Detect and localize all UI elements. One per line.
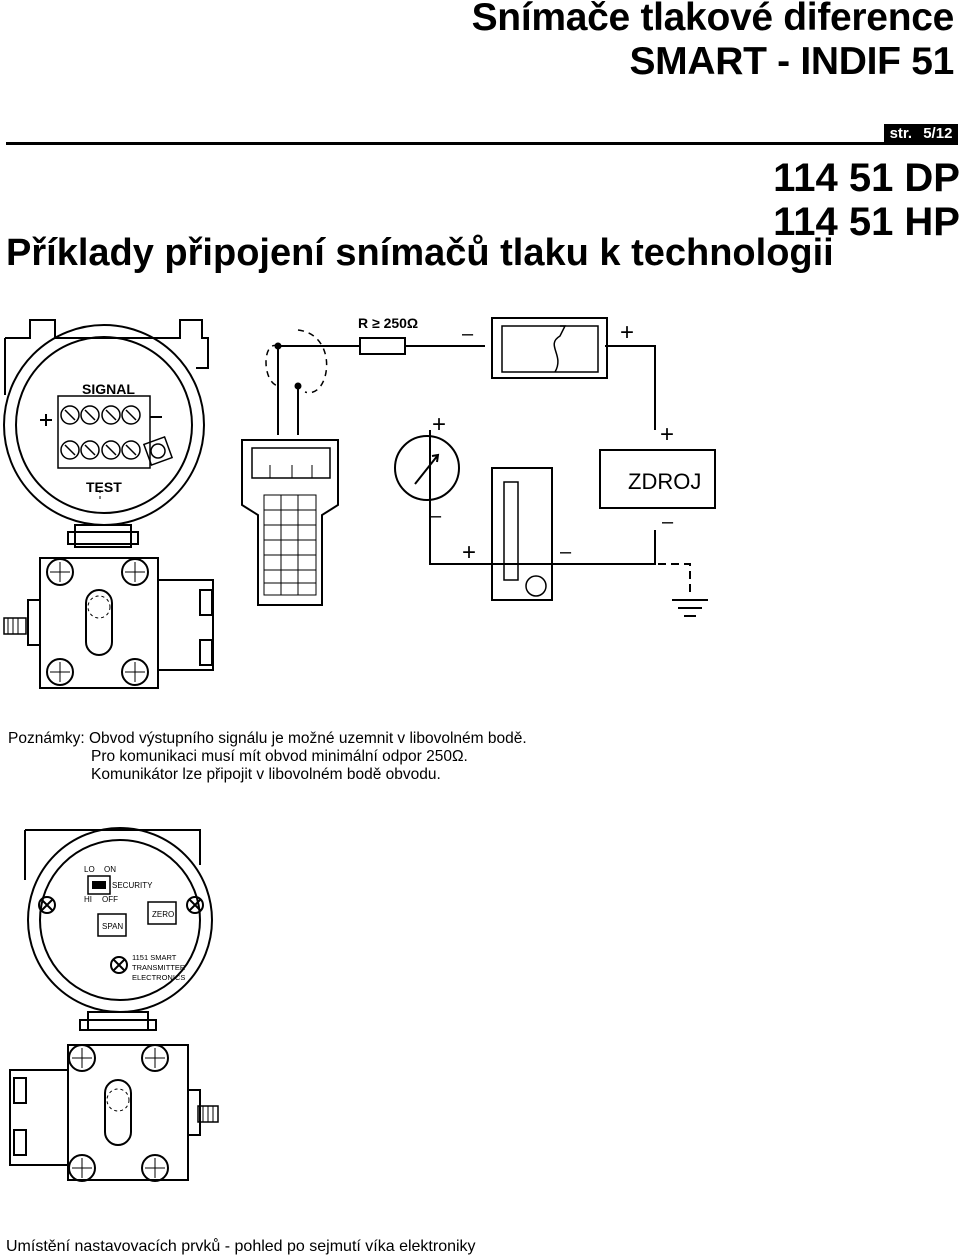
note-line-2: Pro komunikaci musí mít obvod minimální … [91, 748, 468, 765]
power-supply [599, 449, 716, 509]
recorder [491, 317, 608, 379]
bargraph-minus: – [560, 541, 572, 563]
notes-block: Poznámky: Obvod výstupního signálu je mo… [8, 730, 527, 784]
connection-diagram: SIGNAL TEST R ≥ 250Ω – + + – + – ZDROJ +… [3, 315, 716, 689]
hi-label: HI [84, 895, 92, 904]
zero-label: ZERO [152, 910, 174, 919]
transmitter-housing [3, 319, 214, 689]
figure-caption: Umístění nastavovacích prvků - pohled po… [6, 1238, 476, 1255]
signal-label: SIGNAL [82, 381, 135, 397]
bargraph-plus: + [462, 539, 476, 566]
board-line-3: ELECTRONICS [132, 973, 185, 982]
resistor [359, 337, 406, 355]
document-title: Snímače tlakové diference [471, 0, 955, 39]
recorder-plus: + [620, 319, 634, 346]
supply-label: ZDROJ [628, 469, 701, 494]
supply-minus: – [662, 511, 674, 533]
bargraph-indicator [491, 467, 553, 601]
page-number: 5/12 [923, 124, 953, 142]
product-code-hp: 114 51 HP [773, 200, 960, 244]
note-line-3: Komunikátor lze připojit v libovolném bo… [91, 766, 441, 783]
ammeter [394, 435, 460, 501]
security-label: SECURITY [112, 881, 153, 890]
product-code-dp: 114 51 DP [773, 156, 960, 200]
page-indicator: str. 5/12 [884, 124, 958, 142]
resistor-label: R ≥ 250Ω [358, 315, 418, 331]
document-subtitle: SMART - INDIF 51 [629, 40, 954, 83]
page-label: str. [889, 124, 913, 142]
on-label: ON [104, 865, 116, 874]
notes-label: Poznámky: [8, 730, 85, 747]
note-line-1: Poznámky: Obvod výstupního signálu je mo… [8, 730, 527, 747]
meter-minus: – [430, 505, 442, 527]
meter-plus: + [432, 411, 446, 438]
recorder-minus: – [462, 323, 474, 345]
header-rule [6, 142, 958, 145]
off-label: OFF [102, 895, 118, 904]
span-label: SPAN [102, 922, 123, 931]
test-label: TEST [86, 479, 122, 495]
hand-communicator [241, 439, 339, 606]
section-heading: Příklady připojení snímačů tlaku k techn… [6, 232, 834, 274]
lo-label: LO [84, 865, 95, 874]
board-line-1: 1151 SMART [132, 953, 177, 962]
electronics-board-diagram: LO ON SECURITY HI OFF ZERO SPAN 1151 SMA… [9, 827, 219, 1182]
board-line-2: TRANSMITTER [132, 963, 186, 972]
supply-plus: + [660, 421, 674, 448]
